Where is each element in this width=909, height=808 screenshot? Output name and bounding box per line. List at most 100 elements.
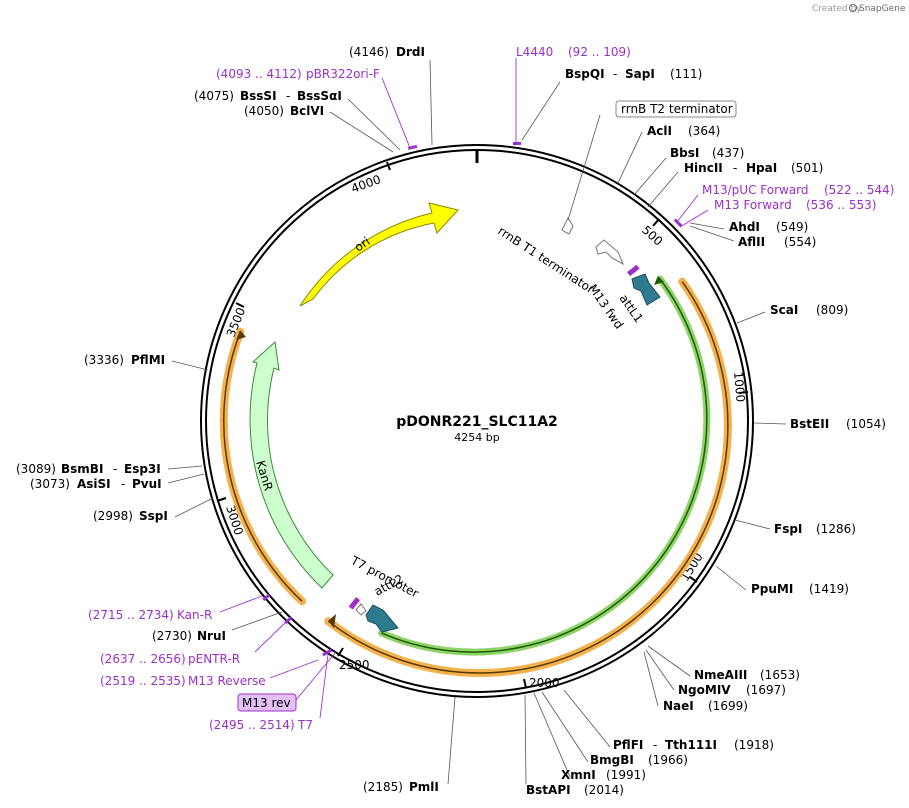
scai-name: ScaI: [770, 303, 798, 317]
drdi-pos: (4146): [349, 45, 389, 59]
tick-3500: [235, 302, 245, 308]
tick-2500: [337, 647, 344, 657]
m13rev-leader: [269, 659, 319, 679]
ori-feature-arrow: [299, 202, 459, 307]
attl2-feature-arrow: [365, 604, 399, 633]
tick-label-500: 500: [639, 223, 665, 249]
pflfi-pos: (1918): [734, 738, 774, 752]
m13puc-range: (522 .. 544): [824, 183, 894, 197]
m13-rev-box-leader: [295, 651, 337, 701]
rrnb-t2-terminator-arrow: [561, 216, 574, 235]
bsmbi-leader: [167, 465, 203, 470]
m13puc-leader: [676, 194, 699, 223]
tick-3000: [216, 497, 227, 502]
t7-promoter-arrow: [355, 603, 367, 616]
m13rev-mark: [322, 648, 333, 657]
rrnb-t2-label-box: [615, 100, 737, 118]
pflfi-sep: -: [653, 738, 657, 752]
bsssai-name: BssSαI: [297, 89, 342, 103]
pbr322-mark: [407, 144, 418, 150]
kanr-primer-mark: [262, 593, 271, 602]
fspi-name: FspI: [774, 522, 802, 536]
l4440-name: L4440: [516, 45, 553, 59]
kanr-primer-leader: [219, 595, 263, 613]
asisi-sep: -: [121, 477, 125, 491]
l4440-mark: [513, 142, 521, 145]
sspi-leader: [174, 497, 214, 518]
m13rev-name: M13 Reverse: [188, 674, 266, 688]
tick-label-1000: 1000: [731, 371, 748, 403]
bsssi-leader: [347, 98, 401, 151]
asisi-leader: [167, 473, 205, 484]
ahdi-pos: (549): [776, 220, 808, 234]
orange-band-left-core: [223, 331, 303, 602]
tth111i-name: Tth111I: [665, 738, 717, 752]
naei-leader: [643, 651, 659, 707]
primer-leader-lines: [219, 58, 709, 719]
ppumi-name: PpuMI: [751, 582, 793, 596]
snapgene-credit: Created by SnapGene: [812, 4, 906, 14]
hpai-name: HpaI: [746, 161, 777, 175]
pflmi-leader: [171, 360, 209, 371]
rrnb-t2-label: rrnB T2 terminator: [621, 102, 733, 116]
bstapi-pos: (2014): [584, 783, 624, 797]
bmgbi-name: BmgBI: [590, 753, 634, 767]
scai-leader: [736, 311, 766, 324]
nrui-leader: [231, 611, 283, 631]
t7-primer-leader: [319, 653, 329, 719]
tick-1500: [689, 576, 698, 583]
pflmi-name: PflMI: [131, 353, 165, 367]
pmli-pos: (2185): [363, 780, 403, 794]
bsssi-name: BssSI: [240, 89, 277, 103]
ppumi-pos: (1419): [809, 582, 849, 596]
acli-leader: [617, 131, 643, 184]
naei-pos: (1699): [708, 699, 748, 713]
bclvi-pos: (4050): [244, 104, 284, 118]
t7-primer-range: (2495 .. 2514): [209, 718, 295, 732]
m13fwd-leader: [679, 209, 709, 228]
pentr-leader: [254, 621, 287, 653]
aflii-name: AflII: [738, 235, 765, 249]
pvui-name: PvuI: [132, 477, 162, 491]
m13puc-mark: [673, 218, 683, 227]
bsteii-name: BstEII: [790, 417, 829, 431]
bclvi-leader: [329, 111, 394, 153]
scai-pos: (809): [816, 303, 848, 317]
tick-label-4000: 4000: [349, 172, 382, 196]
bstapi-name: BstAPI: [526, 783, 571, 797]
backbone-outer-strand: [200, 144, 754, 698]
ppumi-leader: [715, 565, 747, 591]
acli-pos: (364): [688, 124, 720, 138]
bclvi-name: BclVI: [290, 104, 324, 118]
pmli-leader: [447, 696, 456, 785]
m13rev-range: (2519 .. 2535): [100, 674, 186, 688]
m13fwd-range: (536 .. 553): [806, 198, 876, 212]
pflfi-name: PflFI: [613, 738, 643, 752]
scale-ticks: [216, 161, 749, 689]
ngomiv-leader: [645, 649, 675, 691]
green-band-core: [381, 278, 708, 653]
orange-band-left-arrowhead: [236, 330, 246, 340]
nmeaiii-leader: [647, 645, 691, 677]
m13-rev-label: M13 rev: [242, 696, 291, 710]
plasmid-name: pDONR221_SLC11A2: [396, 414, 558, 430]
pflmi-pos: (3336): [84, 353, 124, 367]
bsmbi-pos: (3089): [16, 462, 56, 476]
aflii-leader: [689, 225, 735, 242]
bmgbi-leader: [541, 691, 589, 763]
nmeaiii-pos: (1653): [760, 668, 800, 682]
tick-4000: [386, 161, 391, 171]
xmni-pos: (1991): [606, 768, 646, 782]
sspi-name: SspI: [139, 509, 168, 523]
primer-ring-marks: [262, 142, 683, 657]
rrnb-t2-leader: [567, 114, 601, 221]
pbr322-leader: [381, 77, 411, 149]
aflii-pos: (554): [784, 235, 816, 249]
l4440-range: (92 .. 109): [568, 45, 631, 59]
m13fwd-name: M13 Forward: [714, 198, 792, 212]
m13-fwd-label: M13 fwd: [586, 282, 627, 332]
plasmid-size: 4254 bp: [454, 431, 499, 444]
pentr-mark: [284, 616, 293, 625]
m13puc-name: M13/pUC Forward: [702, 183, 809, 197]
